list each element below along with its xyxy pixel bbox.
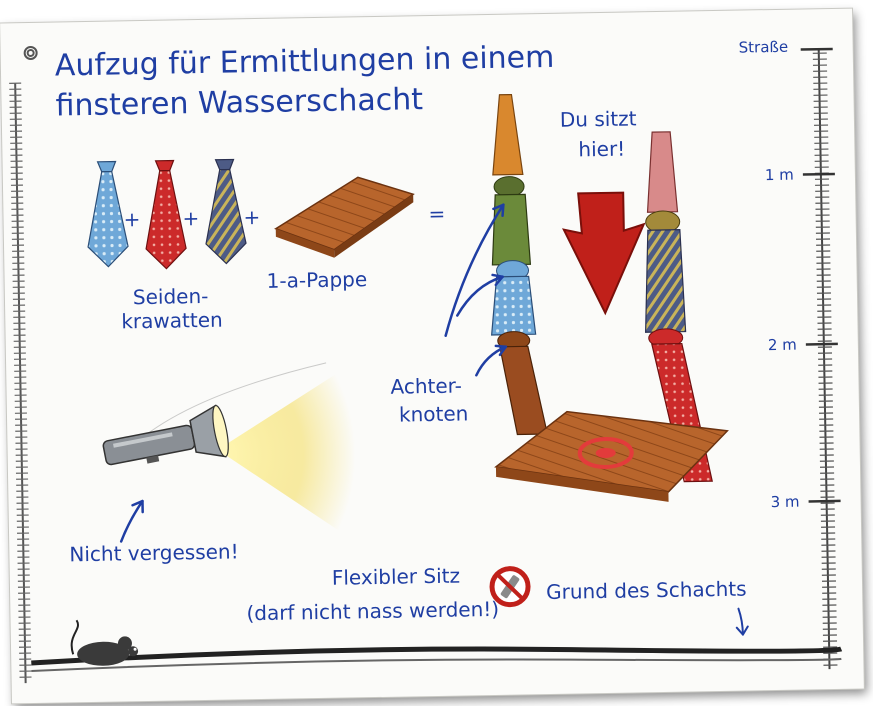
knot-pointer-arrows (444, 203, 508, 377)
flashlight-reminder: Nicht vergessen! (69, 539, 239, 567)
equals-sign: = (428, 201, 446, 227)
right-ruler-ticks (812, 52, 838, 666)
title-line-2: finsteren Wasserschacht (55, 82, 424, 124)
knot-label-line-2: knoten (398, 401, 469, 427)
down-arrow-icon (562, 191, 646, 316)
flashlight-icon (102, 404, 229, 466)
ties-label-line-1: Seiden- (132, 283, 209, 310)
plus-sign: + (182, 206, 200, 231)
cardboard-label: 1-a-Pappe (266, 267, 368, 293)
necktie-icon (205, 158, 247, 265)
shaft-bottom-label: Grund des Schachts (545, 576, 747, 605)
ground-pointer-arrow (735, 607, 749, 636)
mouse-icon (70, 619, 139, 666)
plus-sign: + (243, 204, 261, 230)
flashlight-pointer-arrow (119, 499, 144, 543)
seat-label-line-2: (darf nicht nass werden!) (246, 596, 500, 626)
you-sit-here-line-2: hier! (578, 136, 626, 162)
shaft-floor (31, 646, 843, 673)
depth-mark-2m: 2 m (767, 335, 797, 355)
seat-board (494, 410, 729, 502)
depth-mark-1m: 1 m (764, 165, 794, 185)
ties-label-line-2: krawatten (121, 307, 223, 334)
depth-mark-3m: 3 m (770, 492, 800, 512)
right-ruler-major-marks (800, 47, 841, 503)
seat-label-line-1: Flexibler Sitz (331, 563, 461, 590)
plus-sign: + (123, 207, 141, 232)
necktie-icon (145, 159, 187, 270)
paper-card: Aufzug für Ermittlungen in einem finster… (0, 8, 864, 704)
spiral-icon (23, 45, 38, 60)
left-tie-strap (490, 93, 549, 436)
illustration (9, 45, 843, 684)
necktie-icon (87, 160, 129, 268)
left-ruler-ticks (9, 82, 32, 678)
knot-label-line-1: Achter- (390, 373, 463, 399)
depth-mark-street: Straße (738, 37, 789, 57)
cardboard-icon (274, 176, 415, 258)
you-sit-here-line-1: Du sitzt (559, 106, 637, 132)
no-water-icon (489, 566, 531, 608)
